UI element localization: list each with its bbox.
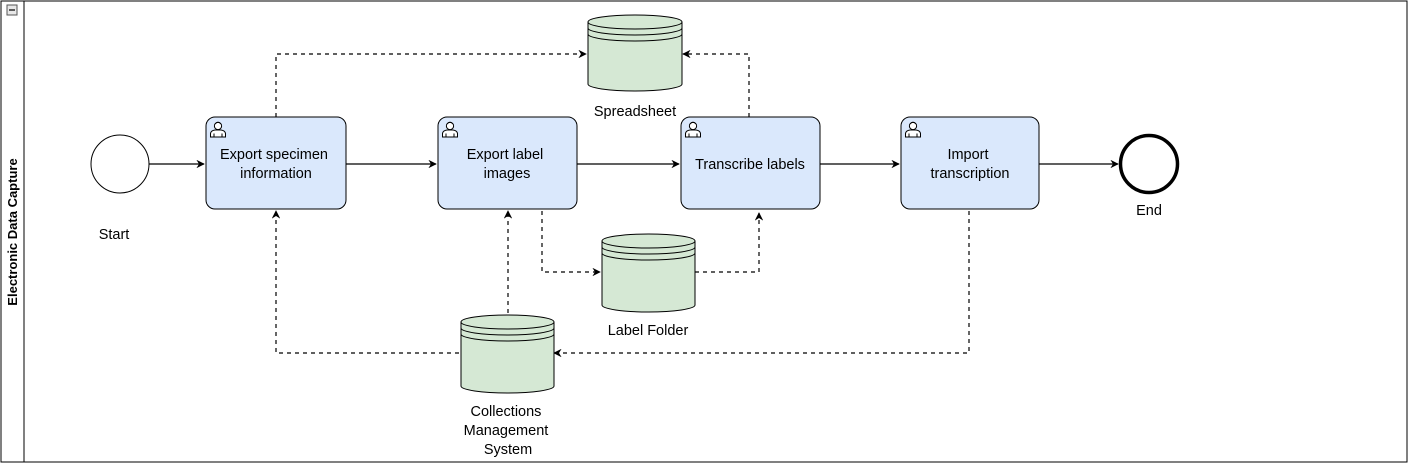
minus-box-icon[interactable]	[6, 4, 18, 16]
task-transcribe-labels[interactable]: Transcribe labels	[680, 116, 821, 210]
task-export-label-images[interactable]: Export label images	[437, 116, 578, 210]
start-event-label: Start	[99, 227, 130, 243]
pool-title: Electronic Data Capture	[5, 158, 20, 305]
end-event[interactable]	[1118, 133, 1180, 195]
task-label: Import transcription	[931, 147, 1010, 182]
data-associations	[271, 49, 970, 358]
datastore-spreadsheet[interactable]	[587, 14, 683, 92]
end-event-label: End	[1136, 203, 1162, 219]
start-event[interactable]	[90, 134, 150, 194]
task-import-transcription[interactable]: Import transcription	[900, 116, 1040, 210]
datastore-cms-label: Collections Management System	[464, 404, 553, 458]
datastore-label-folder-label: Label Folder	[608, 323, 689, 339]
task-label: Export specimen information	[220, 147, 332, 182]
task-label: Transcribe labels	[695, 157, 805, 173]
task-label: Export label images	[467, 147, 548, 182]
datastore-collections-management-system[interactable]	[460, 314, 555, 394]
datastore-spreadsheet-label: Spreadsheet	[594, 104, 676, 120]
task-export-specimen-information[interactable]: Export specimen information	[205, 116, 347, 210]
datastore-label-folder[interactable]	[601, 233, 696, 313]
